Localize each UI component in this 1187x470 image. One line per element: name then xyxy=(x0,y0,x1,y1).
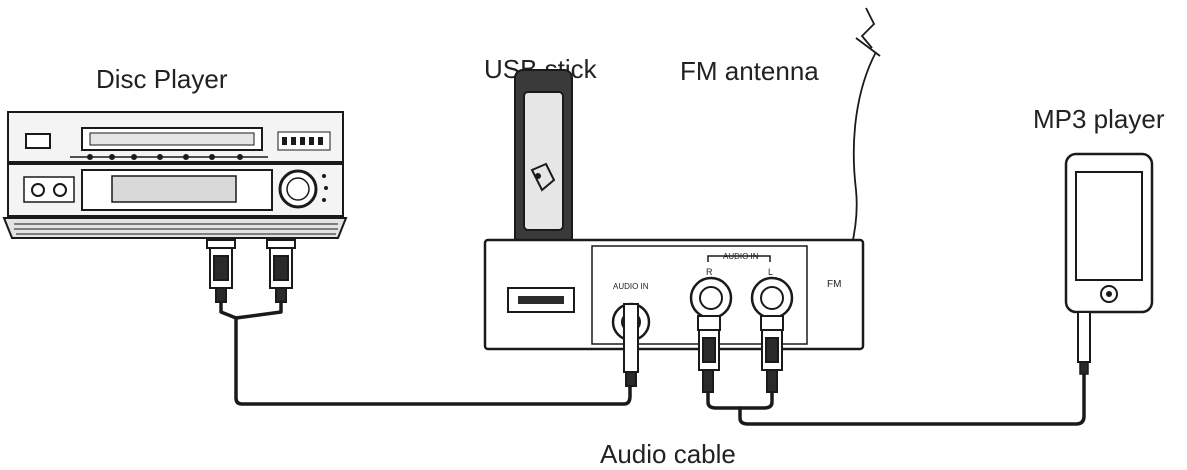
audio-cables xyxy=(219,300,1086,426)
inserted-plugs xyxy=(623,303,784,393)
panel-audio-in-rca-label: AUDIO IN xyxy=(723,252,759,261)
fm-antenna-label: FM antenna xyxy=(680,56,819,86)
main-unit-rear-panel xyxy=(483,238,865,351)
disc-player xyxy=(2,111,348,239)
panel-audio-in-jack-label: AUDIO IN xyxy=(613,282,649,291)
rca-plugs-disc-player xyxy=(206,239,296,303)
panel-fm-label: FM xyxy=(827,279,841,290)
disc-player-label: Disc Player xyxy=(96,64,228,94)
panel-right-label: R xyxy=(706,267,713,277)
panel-left-label: L xyxy=(768,267,773,277)
mp3-player xyxy=(1064,152,1154,375)
mp3-player-label: MP3 player xyxy=(1033,104,1165,134)
audio-cable-label: Audio cable xyxy=(600,439,736,469)
